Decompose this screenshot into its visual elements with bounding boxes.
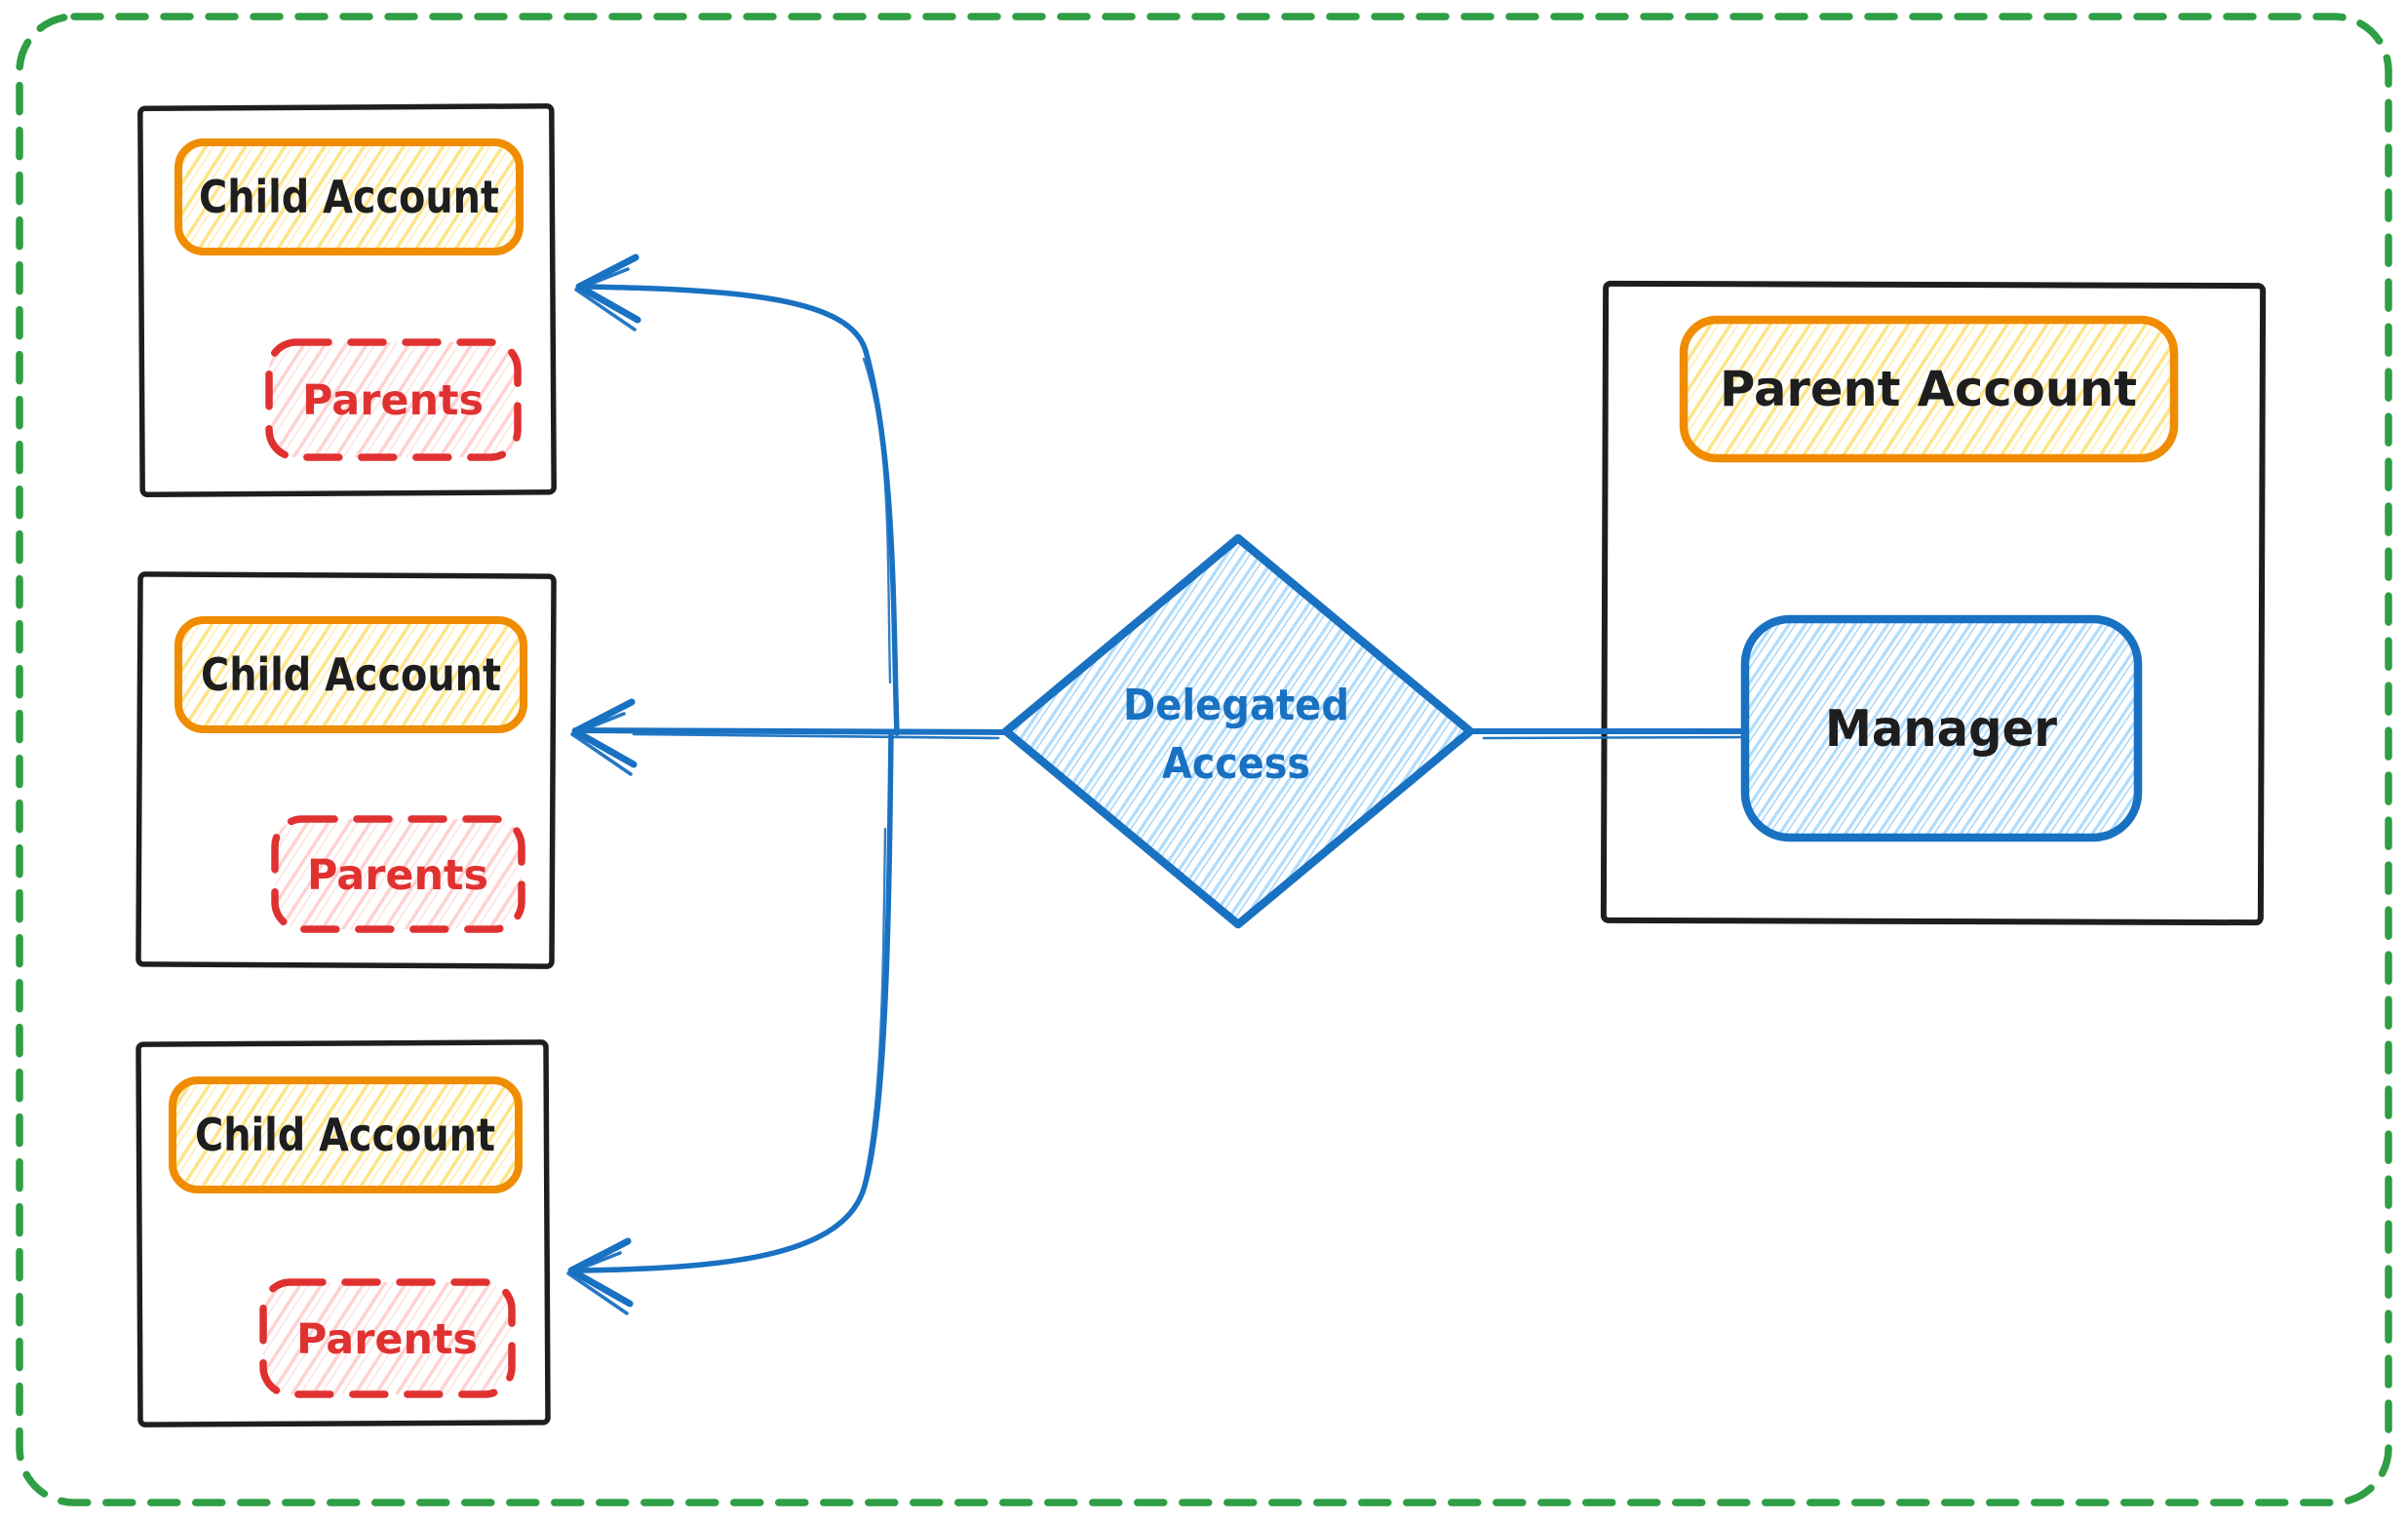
child-account-title-box	[175, 616, 527, 733]
arrow-diamond-to-child-1	[582, 284, 900, 736]
parent-account-title-box	[1679, 315, 2179, 463]
parents-box	[271, 815, 525, 933]
arrow-diamond-to-child-1-echo	[862, 357, 892, 684]
arrowhead-child-3	[568, 1241, 630, 1313]
parent-account-group: Parent Account Manager	[1600, 280, 2267, 926]
parents-box	[265, 338, 522, 461]
parents-label: Parents	[307, 851, 488, 900]
connectors	[568, 257, 1748, 1313]
parents-box	[259, 1278, 516, 1398]
arrow-diamond-to-child-2-echo	[632, 732, 1000, 740]
arrow-diamond-to-child-2	[572, 727, 1009, 735]
parents-label: Parents	[296, 1315, 478, 1364]
connector-manager-to-diamond-echo	[1482, 735, 1743, 740]
child-account-title: Child Account	[199, 171, 499, 223]
child-account-title-box	[175, 138, 524, 255]
delegated-access-label-line2: Access	[1162, 739, 1310, 789]
delegated-access-label-line1: Delegated	[1123, 681, 1349, 730]
delegated-access-diamond: Delegated Access	[1001, 533, 1475, 929]
child-account-title: Child Account	[201, 648, 501, 701]
arrowhead-child-1	[576, 257, 638, 330]
parents-label: Parents	[302, 376, 484, 425]
child-account-title: Child Account	[195, 1109, 495, 1161]
arrow-diamond-to-child-3	[574, 730, 894, 1273]
child-account-group-2: Child Account Parents	[136, 571, 557, 969]
child-account-group-3: Child Account Parents	[136, 1039, 551, 1427]
diamond-shape	[1001, 533, 1475, 929]
child-account-group-1: Child Account Parents	[137, 102, 557, 498]
arrowhead-child-2	[572, 702, 634, 774]
canvas-dashed-border	[16, 13, 2392, 1506]
child-account-title-box	[169, 1076, 523, 1193]
arrow-diamond-to-child-3-echo	[860, 827, 887, 1193]
manager-label: Manager	[1825, 700, 2057, 759]
parent-account-title: Parent Account	[1720, 361, 2137, 417]
